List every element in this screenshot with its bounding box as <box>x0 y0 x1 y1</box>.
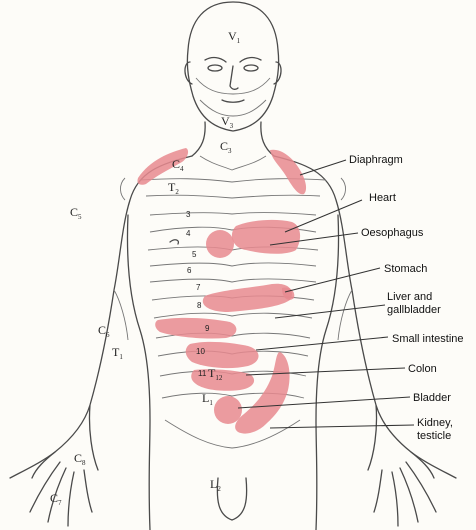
label-liver: Liver and <box>387 291 432 303</box>
label-gallbladder: gallbladder <box>387 304 441 316</box>
dermatome-c8: C8 <box>74 451 86 467</box>
label-bladder: Bladder <box>413 392 451 404</box>
dermatome-c7: C7 <box>50 491 62 507</box>
label-small-intestine: Small intestine <box>392 333 464 345</box>
label-stomach: Stomach <box>384 263 427 275</box>
segment-8: 8 <box>197 301 202 310</box>
left-arm-outline <box>32 156 192 478</box>
dermatome-l2: L2 <box>210 477 221 493</box>
label-diaphragm: Diaphragm <box>349 154 403 166</box>
dermatome-c3: C3 <box>220 139 232 155</box>
segment-6: 6 <box>187 266 192 275</box>
dermatome-labels: V1 V3 C3 C4 T2 C5 C6 T1 T12 L1 L2 C8 C7 <box>50 29 241 507</box>
label-heart: Heart <box>369 192 396 204</box>
dermatome-c5: C5 <box>70 205 82 221</box>
label-oesophagus: Oesophagus <box>361 227 424 239</box>
segment-10: 10 <box>196 347 205 356</box>
label-kidney: Kidney, <box>417 417 453 429</box>
pain-area-heart <box>232 220 300 254</box>
label-testicle: testicle <box>417 430 451 442</box>
pain-area-stomach <box>203 284 292 312</box>
segment-4: 4 <box>186 229 191 238</box>
organ-labels: Diaphragm Heart Oesophagus Stomach Liver… <box>349 154 464 442</box>
pain-area-right-shoulder <box>270 150 306 195</box>
right-arm-outline <box>274 156 434 478</box>
segment-5: 5 <box>192 250 197 259</box>
pain-area-bladder <box>214 396 242 424</box>
segment-11: 11 <box>198 369 207 378</box>
dermatome-t1: T1 <box>112 345 123 361</box>
pain-area-small-intestine-upper <box>155 318 236 339</box>
right-hand-outline <box>374 452 456 526</box>
dermatome-t2: T2 <box>168 180 179 196</box>
face <box>196 58 270 116</box>
segment-3: 3 <box>186 210 191 219</box>
pain-area-heart-left <box>206 230 234 258</box>
label-colon: Colon <box>408 363 437 375</box>
dermatome-t12: T12 <box>208 366 223 382</box>
dermatome-v1: V1 <box>228 29 241 45</box>
segment-7: 7 <box>196 283 201 292</box>
pain-areas <box>137 148 306 434</box>
segment-9: 9 <box>205 324 210 333</box>
